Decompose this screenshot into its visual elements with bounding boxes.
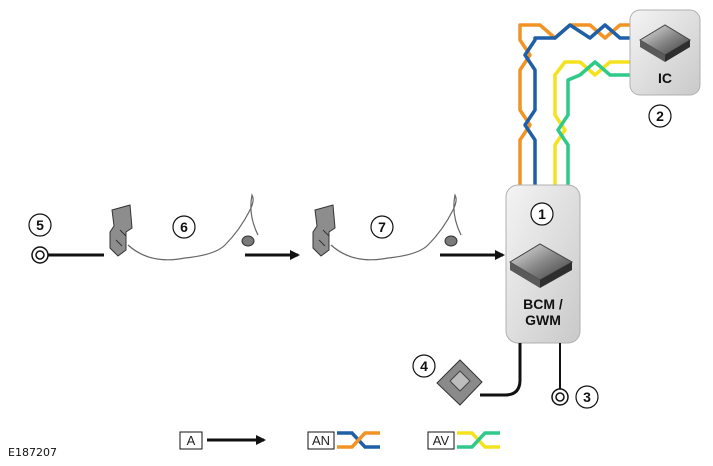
svg-text:AV: AV — [433, 433, 450, 448]
bcm-chip-icon — [509, 243, 574, 288]
av-bus-wires — [553, 60, 630, 185]
svg-text:6: 6 — [180, 219, 188, 235]
legend-av-twisted-pair-symbol — [457, 431, 500, 449]
ic-chip-icon — [639, 24, 691, 62]
figure-reference: E187207 — [8, 446, 57, 459]
svg-text:AN: AN — [312, 433, 330, 448]
callout-2: 2 — [648, 104, 672, 128]
svg-text:7: 7 — [378, 219, 386, 235]
ground-point-3 — [551, 343, 569, 406]
callout-3: 3 — [575, 385, 599, 409]
av-green-wire — [556, 60, 630, 185]
legend: A AN AV — [179, 431, 500, 450]
callout-4: 4 — [412, 354, 436, 378]
callout-1: 1 — [530, 202, 554, 226]
ic-label: IC — [658, 70, 672, 86]
callout-7: 7 — [370, 215, 394, 239]
callout-5: 5 — [28, 213, 52, 237]
svg-text:2: 2 — [656, 108, 664, 124]
bcm-gwm-module: BCM / GWM — [505, 184, 581, 344]
svg-text:3: 3 — [583, 389, 591, 405]
bcm-label-line1: BCM / — [523, 296, 563, 312]
bcm-label-line2: GWM — [525, 312, 561, 328]
svg-text:4: 4 — [420, 358, 428, 374]
fuse-4 — [436, 343, 522, 406]
ground-point-5 — [31, 246, 104, 264]
legend-item-an: AN — [307, 431, 380, 450]
ic-module: IC — [629, 9, 701, 96]
legend-item-av: AV — [427, 431, 500, 450]
svg-text:5: 5 — [36, 217, 44, 233]
an-blue-wire — [523, 23, 630, 185]
switch-sensor-6 — [109, 193, 259, 261]
legend-item-a: A — [179, 431, 266, 450]
callout-6: 6 — [172, 215, 196, 239]
switch-sensor-7 — [312, 193, 462, 261]
svg-text:A: A — [187, 433, 196, 448]
an-bus-wires — [518, 23, 630, 185]
legend-an-twisted-pair-symbol — [337, 431, 380, 449]
svg-text:1: 1 — [538, 206, 546, 222]
